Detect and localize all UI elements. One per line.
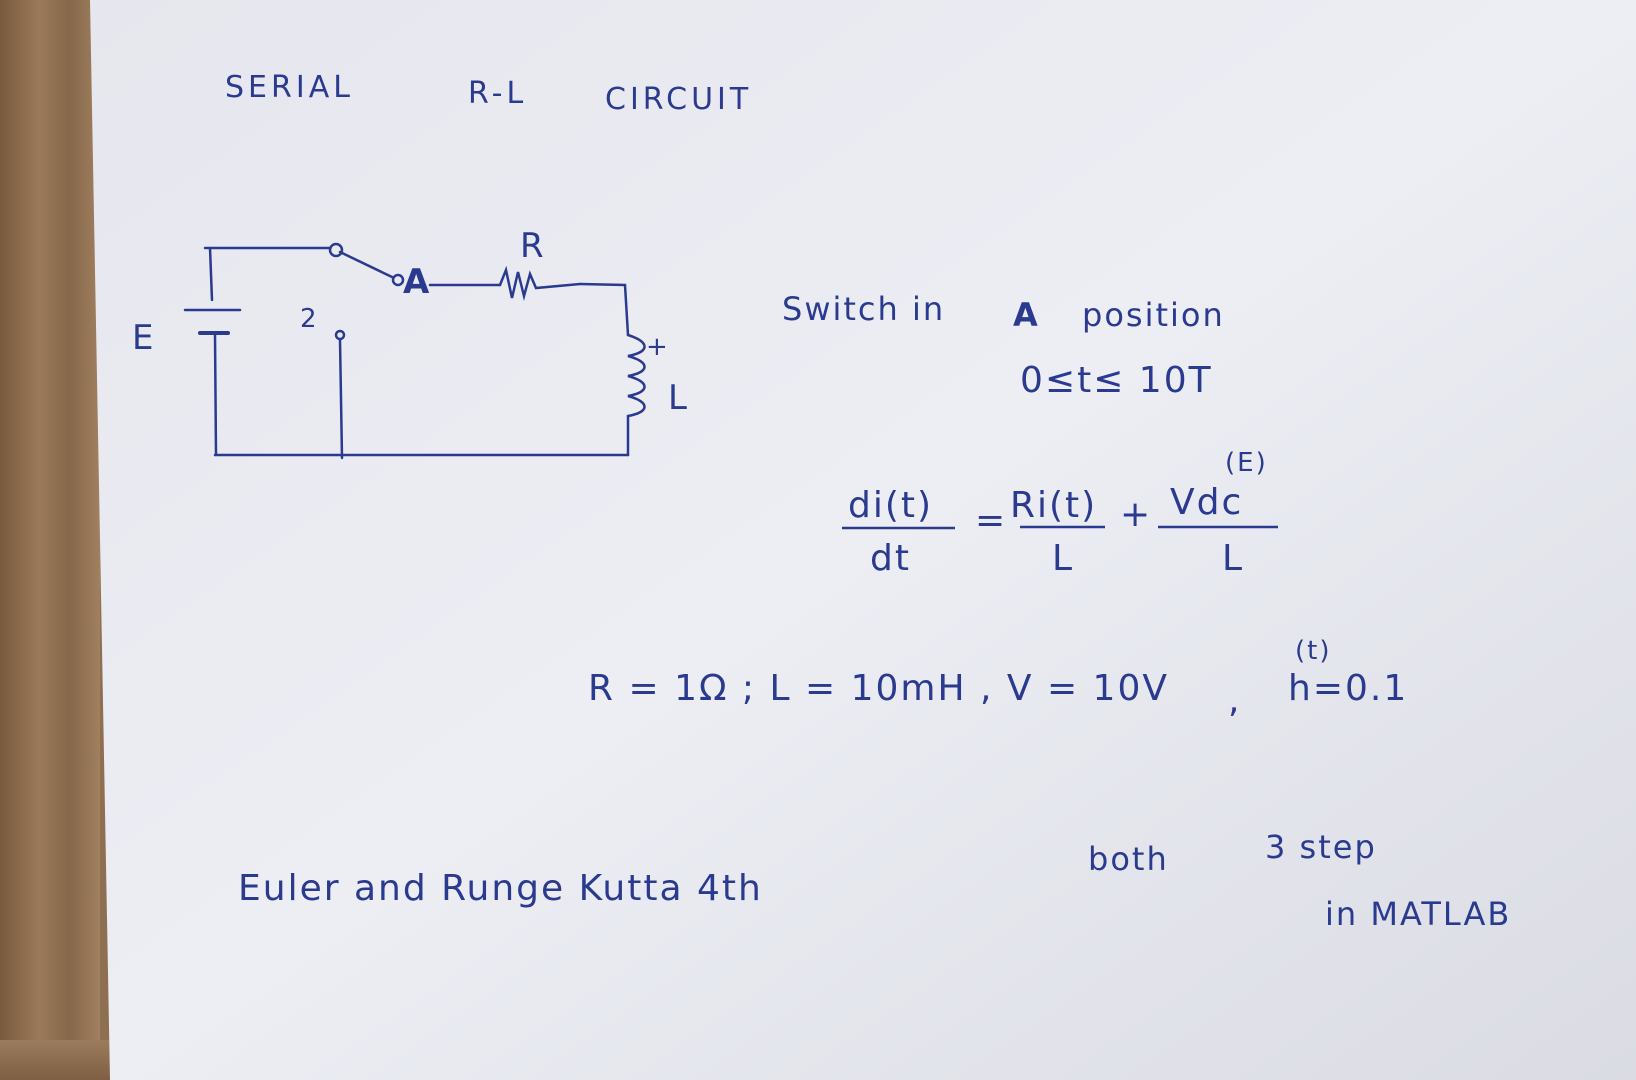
switch-text-position: A [1013,296,1040,334]
step-size-note: (t) [1295,636,1332,666]
wood-background-left [0,0,100,1080]
equation-fraction-lines [842,525,1278,530]
switch-node-2-label: 2 [300,304,319,334]
task-both: both [1088,840,1169,878]
title-word-serial: SERIAL [225,70,354,105]
eq-equals: = [975,500,1008,541]
step-size-h: h=0.1 [1288,668,1409,709]
eq-term1-numerator: Ri(t) [1010,485,1098,526]
task-matlab: in MATLAB [1325,895,1512,933]
eq-plus: + [1120,494,1153,535]
title-word-circuit: CIRCUIT [605,82,753,117]
eq-term2-denominator: L [1222,538,1245,579]
circuit-parameters: R = 1Ω ; L = 10mH , V = 10V [588,668,1169,709]
eq-term1-denominator: L [1052,538,1075,579]
params-comma: , [1228,680,1242,721]
switch-text-suffix: position [1082,296,1225,334]
circuit-diagram [183,242,646,460]
time-range: 0≤t≤ 10T [1020,360,1213,401]
switch-text-prefix: Switch in [782,290,946,328]
eq-lhs-numerator: di(t) [848,485,934,526]
resistor-label-r: R [520,226,546,266]
inductor-plus-sign: + [646,332,670,362]
eq-lhs-denominator: dt [870,538,911,579]
eq-term2-numerator: Vdc [1170,482,1244,523]
task-step: 3 step [1265,828,1377,866]
source-label-e: E [132,318,156,358]
switch-position-a-label: A [403,262,432,302]
eq-term2-note: (E) [1225,448,1268,478]
title-word-rl: R-L [468,76,528,111]
task-methods: Euler and Runge Kutta 4th [238,868,763,909]
inductor-label-l: L [668,378,689,418]
